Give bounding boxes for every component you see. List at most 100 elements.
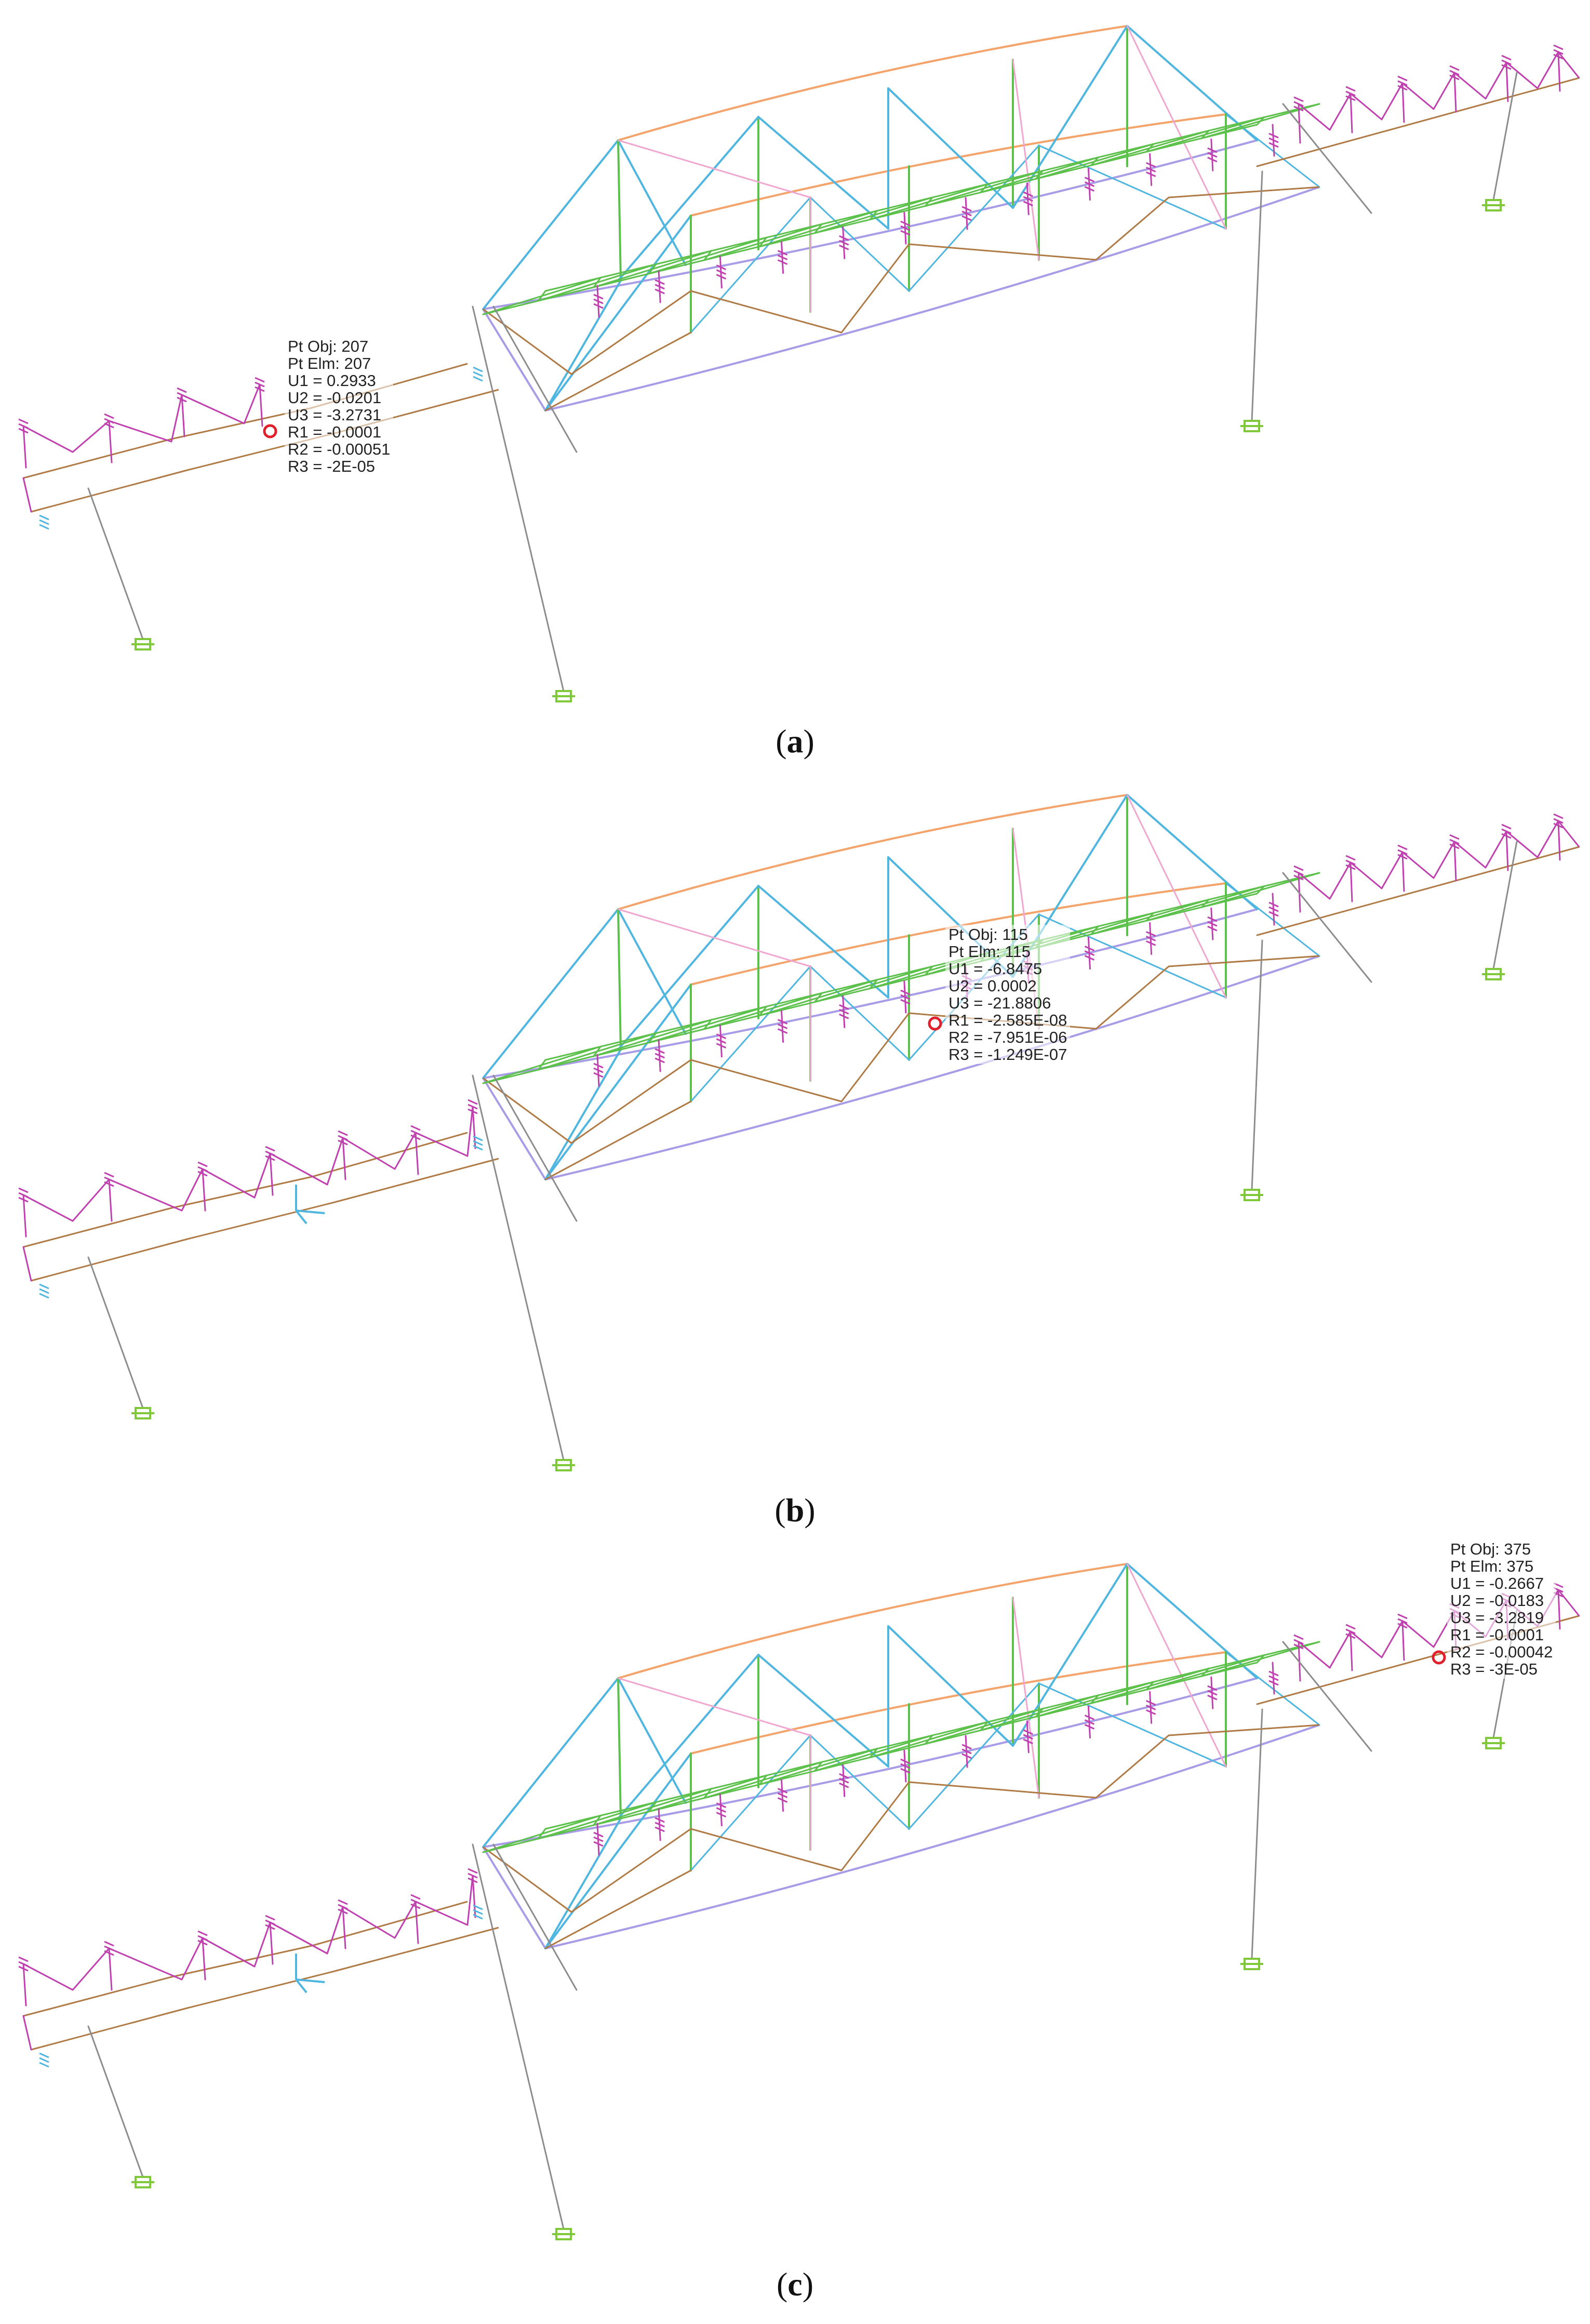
panel-c: Pt Obj: 375 Pt Elm: 375 U1 = -0.2667 U2 … <box>0 1538 1590 2324</box>
deck-lattice <box>869 1748 878 1758</box>
r3-value: R3 = -1.249E-07 <box>948 1045 1067 1064</box>
deck-lattice <box>758 1774 768 1786</box>
deck-lattice-chord <box>544 872 1320 1061</box>
u1-value: U1 = -6.8475 <box>948 960 1043 978</box>
approach-hanger <box>1401 851 1405 892</box>
truss-vertical <box>617 1677 622 1820</box>
pier-diagonal <box>492 1843 578 1991</box>
spring-icon <box>1268 132 1279 148</box>
truss-vertical <box>617 908 622 1051</box>
deck-lattice <box>924 1734 933 1745</box>
deck-lattice <box>814 223 823 234</box>
approach-end <box>22 1246 32 1282</box>
approach-left-truss <box>23 1106 474 1222</box>
portal-brace-left-2 <box>617 139 687 266</box>
top-chord-far <box>690 113 1226 217</box>
pink-brace <box>1126 1563 1227 1768</box>
pink-brace <box>1126 794 1227 999</box>
truss-diagonal <box>544 1817 622 1949</box>
approach-hanger <box>181 394 185 437</box>
panel-b: Pt Obj: 115 Pt Elm: 115 U1 = -6.8475 U2 … <box>0 769 1590 1538</box>
truss-diagonal-far <box>1038 144 1227 230</box>
truss-diagonal <box>757 116 889 230</box>
deck-lattice <box>1145 143 1155 153</box>
portal-brace-near <box>544 1752 692 1949</box>
panel-a: Pt Obj: 207 Pt Elm: 207 U1 = 0.2933 U2 =… <box>0 0 1590 769</box>
spring-icon <box>593 294 604 309</box>
pier-diagonal-right <box>1282 1641 1372 1752</box>
pink-brace <box>1012 59 1040 261</box>
spring-icon <box>654 1817 665 1832</box>
bottom-chord-near <box>545 955 1320 1180</box>
selected-joint-marker <box>263 424 277 439</box>
spring-icon <box>39 1283 49 1299</box>
r3-value: R3 = -2E-05 <box>288 457 376 475</box>
support-icon <box>131 638 154 650</box>
deck-lattice <box>537 1059 546 1071</box>
approach-hanger <box>1350 92 1353 134</box>
deck-lattice <box>703 1788 712 1799</box>
approach-hanger <box>415 1132 419 1175</box>
portal-brace-left-2 <box>617 908 687 1035</box>
bottom-chord-near <box>545 1724 1320 1949</box>
pt-obj-label: Pt Obj: 375 <box>1450 1540 1531 1558</box>
truss-diagonal <box>757 1654 889 1768</box>
approach-left-girder-2 <box>31 1927 499 2051</box>
deck-lattice <box>869 210 878 220</box>
support-icon <box>131 1407 154 1419</box>
approach-hanger <box>108 1947 113 1991</box>
deck-lattice <box>924 965 933 976</box>
approach-left-girder-2 <box>31 1158 499 1282</box>
approach-left-truss <box>23 384 261 453</box>
truss-diagonal <box>544 280 622 411</box>
approach-hanger <box>1350 1630 1353 1671</box>
approach-hanger <box>22 1963 27 2007</box>
panel-caption: (b) <box>774 1492 816 1529</box>
approach-hanger <box>202 1168 206 1212</box>
spring-icon <box>473 1904 483 1920</box>
approach-hanger <box>1453 72 1457 113</box>
bridge-model-c <box>18 1563 1580 2240</box>
truss-diagonal <box>617 1654 759 1820</box>
portal-brace-left <box>482 1677 619 1848</box>
deck-lattice <box>1256 116 1265 126</box>
deck-brown-bracing <box>483 1724 1320 1913</box>
deck-lattice <box>1201 129 1210 139</box>
deck-lattice <box>758 236 768 248</box>
top-chord-near <box>618 794 1128 910</box>
deck-lattice-chord <box>482 1662 1258 1853</box>
approach-hanger <box>342 1137 346 1180</box>
spring-icon <box>1023 191 1033 207</box>
portal-brace-left <box>482 908 619 1079</box>
selected-joint-marker <box>1432 1650 1446 1665</box>
deck-lattice <box>648 1801 657 1813</box>
support-icon <box>552 2228 575 2240</box>
deck-lattice <box>1145 1681 1155 1691</box>
r2-value: R2 = -0.00051 <box>288 440 391 458</box>
deck-lattice <box>980 183 988 193</box>
approach-hanger <box>1401 82 1405 123</box>
point-info-box: Pt Obj: 115 Pt Elm: 115 U1 = -6.8475 U2 … <box>945 925 1071 1064</box>
spring-icon <box>1146 162 1156 177</box>
spring-icon <box>1023 1729 1033 1745</box>
portal-brace-near <box>544 984 692 1180</box>
spring-icon <box>961 1744 972 1759</box>
truss-diagonal-far <box>809 1734 910 1830</box>
pier-diagonal-right <box>1282 103 1372 214</box>
approach-hanger <box>1557 51 1561 92</box>
approach-hanger <box>1453 841 1457 882</box>
truss-diagonal <box>887 87 1014 209</box>
approach-hanger <box>22 1194 27 1238</box>
approach-left-truss <box>23 1875 474 1991</box>
approach-hanger <box>108 420 113 463</box>
point-info-box: Pt Obj: 207 Pt Elm: 207 U1 = 0.2933 U2 =… <box>285 337 394 476</box>
bottom-chord-far <box>483 908 1258 1079</box>
spring-icon <box>716 264 726 280</box>
spring-icon <box>593 1063 604 1078</box>
spring-icon <box>839 1773 849 1788</box>
deck-lattice <box>593 1045 602 1057</box>
pink-brace <box>1126 25 1227 230</box>
deck-brown-brace <box>544 1100 692 1180</box>
deck-lattice <box>1090 925 1099 935</box>
approach-hanger <box>269 1921 274 1965</box>
